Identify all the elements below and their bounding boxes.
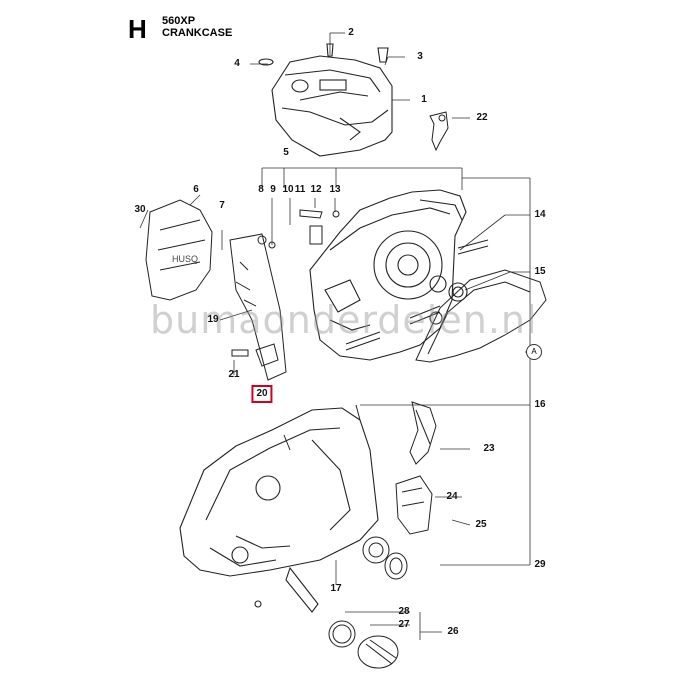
bearing-29 xyxy=(362,536,408,580)
callout-3[interactable]: 3 xyxy=(417,51,423,62)
section-title: CRANKCASE xyxy=(162,27,233,39)
chain-catcher-20 xyxy=(255,343,279,367)
stud-parts xyxy=(299,209,340,245)
callout-28[interactable]: 28 xyxy=(398,606,410,617)
oil-cap-26 xyxy=(328,620,399,669)
callout-22[interactable]: 22 xyxy=(476,112,488,123)
crankcase-half-right xyxy=(309,189,468,361)
callout-17[interactable]: 17 xyxy=(330,583,342,594)
crankcase-half-left xyxy=(179,407,379,613)
callout-29[interactable]: 29 xyxy=(534,559,546,570)
bolts xyxy=(231,235,489,451)
callout-23[interactable]: 23 xyxy=(483,443,495,454)
callout-19[interactable]: 19 xyxy=(207,314,219,325)
chain-guard-6: HUSQ xyxy=(145,199,213,301)
callout-7[interactable]: 7 xyxy=(219,200,225,211)
upper-cylinder-cover xyxy=(258,43,393,157)
part-24-shield xyxy=(395,475,433,535)
callout-21[interactable]: 21 xyxy=(228,369,240,380)
gasket-15 xyxy=(415,269,547,363)
callout-8[interactable]: 8 xyxy=(258,184,264,195)
part-22-bracket xyxy=(429,111,449,152)
callout-4[interactable]: 4 xyxy=(234,58,240,69)
callout-12[interactable]: 12 xyxy=(310,184,322,195)
callout-9[interactable]: 9 xyxy=(270,184,276,195)
callout-30[interactable]: 30 xyxy=(134,204,146,215)
leader-lines xyxy=(139,32,534,640)
callout-20-selected[interactable]: 20 xyxy=(251,385,273,403)
section-letter: H xyxy=(128,14,147,44)
marker-a: A xyxy=(526,344,542,360)
callout-27[interactable]: 27 xyxy=(398,619,410,630)
callout-11[interactable]: 11 xyxy=(294,184,306,195)
callout-10[interactable]: 10 xyxy=(282,184,294,195)
callout-14[interactable]: 14 xyxy=(534,209,546,220)
guide-plate-19 xyxy=(229,233,287,381)
callout-13[interactable]: 13 xyxy=(329,184,341,195)
callout-25[interactable]: 25 xyxy=(475,519,487,530)
callout-26[interactable]: 26 xyxy=(447,626,459,637)
part-23-guard xyxy=(409,401,437,465)
watermark: bumaonderdelen.nl xyxy=(150,298,538,342)
callout-1[interactable]: 1 xyxy=(421,94,427,105)
callout-6[interactable]: 6 xyxy=(193,184,199,195)
callout-2[interactable]: 2 xyxy=(348,27,354,38)
callout-16[interactable]: 16 xyxy=(534,399,546,410)
svg-text:HUSQ: HUSQ xyxy=(172,254,198,264)
callout-5[interactable]: 5 xyxy=(283,147,289,158)
callout-24[interactable]: 24 xyxy=(446,491,458,502)
model-label: 560XP xyxy=(162,15,196,27)
callout-15[interactable]: 15 xyxy=(534,266,546,277)
